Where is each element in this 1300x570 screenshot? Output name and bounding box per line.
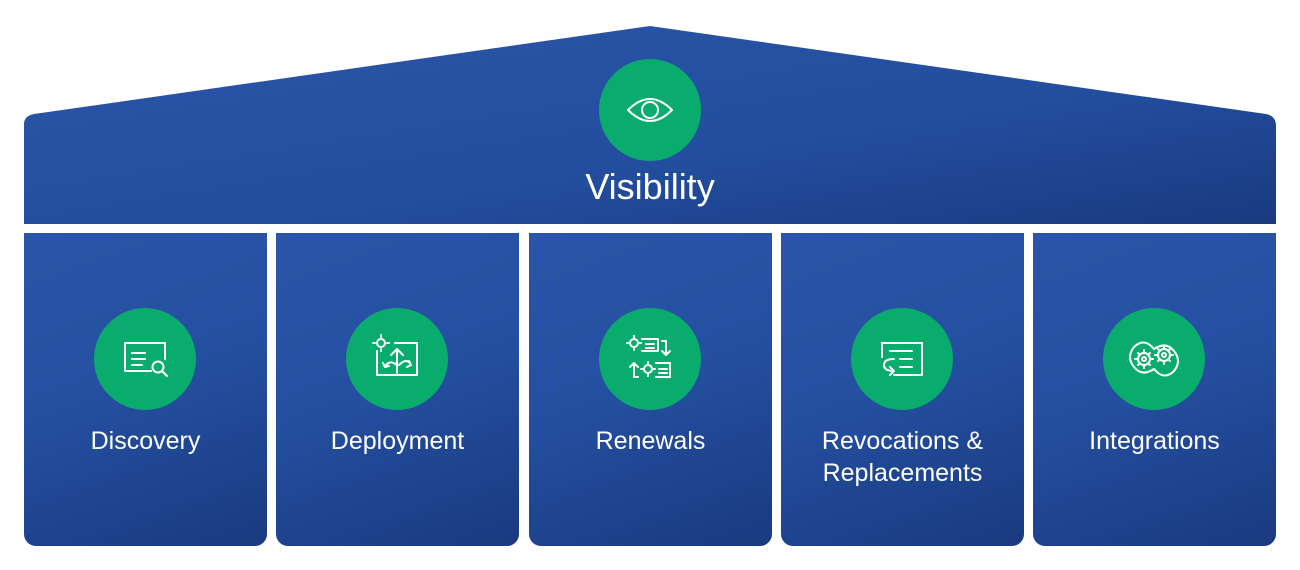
eye-icon (627, 98, 673, 122)
visibility-icon-circle (599, 59, 701, 161)
pillar-label-revocations: Revocations & Replacements (781, 425, 1024, 489)
pillar-revocations-replacements: Revocations & Replacements (781, 233, 1024, 546)
pillar-integrations: Integrations (1033, 233, 1276, 546)
integrations-icon-circle (1103, 308, 1205, 410)
discovery-icon-circle (94, 308, 196, 410)
pillar-renewals: Renewals (529, 233, 772, 546)
certificate-search-icon (124, 342, 168, 377)
certificate-revoke-icon (881, 342, 923, 376)
pillar-label-deployment: Deployment (330, 427, 465, 455)
pillar-label-integrations: Integrations (1089, 427, 1220, 455)
renewals-icon-circle (599, 308, 701, 410)
pillar-label-discovery: Discovery (90, 427, 201, 455)
roof-title: Visibility (585, 166, 715, 207)
pillar-deployment: Deployment (276, 233, 519, 546)
gears-cycle-icon (1129, 341, 1179, 377)
deployment-icon-circle (346, 308, 448, 410)
revocations-icon-circle (851, 308, 953, 410)
pillar-label-renewals: Renewals (595, 427, 706, 455)
pillar-discovery: Discovery (24, 233, 267, 546)
pillar-label-revocations-line2: Replacements (822, 459, 983, 487)
certificate-deploy-icon (372, 334, 418, 376)
pillar-label-revocations-line1: Revocations & (821, 427, 984, 455)
certificate-renew-icon (626, 335, 671, 378)
